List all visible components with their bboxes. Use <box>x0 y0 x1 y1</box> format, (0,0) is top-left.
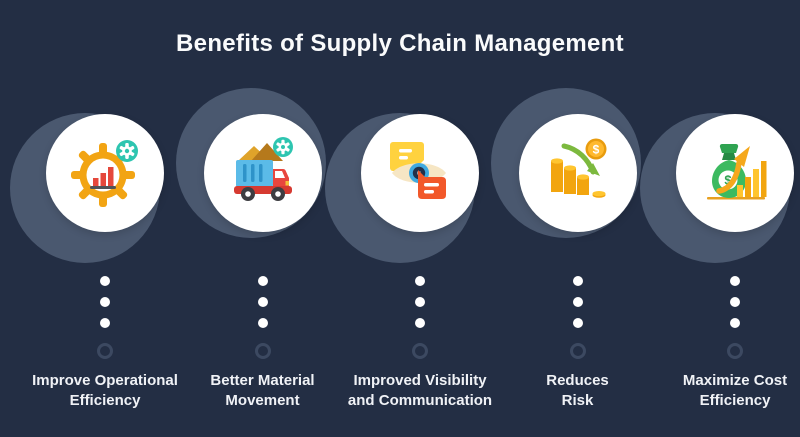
connector-dot <box>730 276 740 286</box>
benefit-label: Better Material Movement <box>210 372 315 409</box>
benefit-column-3: Improved Visibility and Communication <box>325 0 499 437</box>
benefit-column-2: Better Material Movement <box>175 0 342 437</box>
connector-dot <box>572 318 583 328</box>
benefit-circle <box>46 114 164 232</box>
dump-truck-icon <box>233 137 293 201</box>
connector-ring <box>412 343 428 359</box>
connector-dot <box>415 318 425 328</box>
dollar-glyph: $ <box>724 173 732 188</box>
benefit-circle <box>361 114 479 232</box>
connector-dot <box>100 297 110 307</box>
benefit-label: Reduces Risk <box>546 372 609 409</box>
connector-dot <box>257 297 268 307</box>
connector-dot <box>572 276 583 286</box>
page-title: Benefits of Supply Chain Management <box>176 30 624 57</box>
connector-dot <box>415 297 425 307</box>
connector-dot <box>415 276 425 286</box>
gear-bar-chart-icon <box>71 140 138 207</box>
falling-coins-icon: $ <box>550 138 606 198</box>
benefit-circle: $ <box>518 114 637 232</box>
connector-ring <box>727 343 743 359</box>
gear-badge-icon <box>116 140 138 162</box>
connector-dot <box>730 318 740 328</box>
connector-ring <box>97 343 113 359</box>
benefit-label: Maximize Cost Efficiency <box>682 372 788 409</box>
connector-dot <box>100 276 110 286</box>
benefit-circle <box>203 114 322 232</box>
benefit-column-5: $ Maximize Cost Efficiency <box>640 0 800 437</box>
connector-ring <box>254 343 271 359</box>
connector-ring <box>569 343 586 359</box>
money-bag-growth-icon: $ <box>707 144 767 200</box>
benefit-label: Improve Operational Efficiency <box>32 372 178 409</box>
benefit-label: Improved Visibility and Communication <box>347 372 493 409</box>
benefit-column-1: Improve Operational Efficiency <box>10 0 184 437</box>
connector-dot <box>100 318 110 328</box>
dollar-glyph: $ <box>592 143 599 157</box>
connector-dot <box>257 318 268 328</box>
gear-badge-icon <box>272 137 293 157</box>
connector-dot <box>730 297 740 307</box>
benefit-column-4: $ Reduces Risk <box>490 0 657 437</box>
connector-dot <box>572 297 583 307</box>
connector-dot <box>257 276 268 286</box>
eye-communication-icon <box>390 142 446 199</box>
benefit-circle: $ <box>676 114 794 232</box>
